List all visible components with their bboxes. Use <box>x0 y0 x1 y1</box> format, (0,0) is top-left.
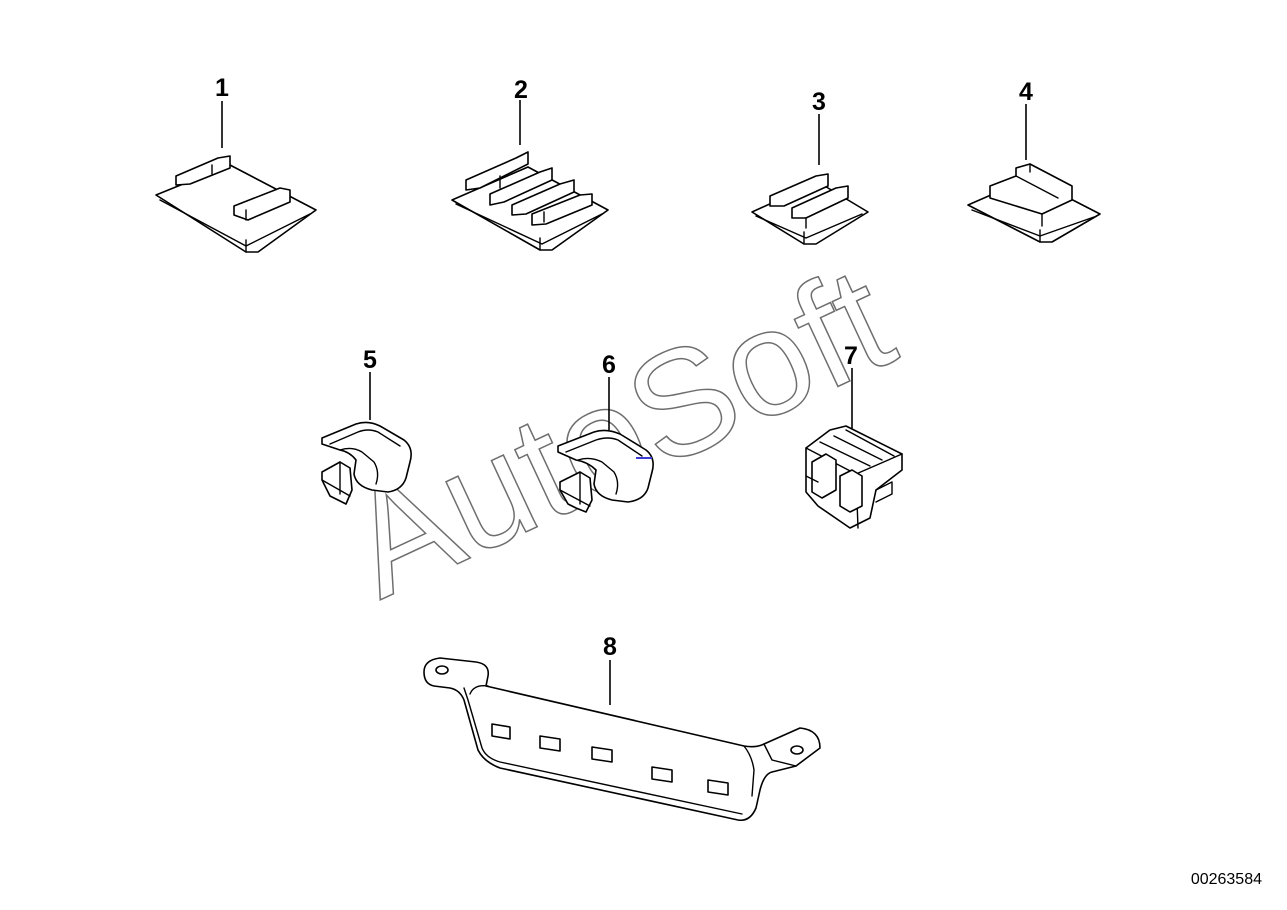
part-2[interactable]: 2 <box>451 76 609 251</box>
watermark: AutoSoft <box>323 234 915 629</box>
drawing-number: 00263584 <box>1191 871 1262 888</box>
callout-5: 5 <box>363 346 377 374</box>
part-4[interactable]: 4 <box>967 78 1101 243</box>
callout-6: 6 <box>602 351 616 379</box>
callout-8: 8 <box>603 633 617 661</box>
part-7[interactable]: 7 <box>805 342 903 529</box>
callout-1: 1 <box>215 74 229 102</box>
part-8[interactable]: 8 <box>423 633 821 822</box>
part-6[interactable]: 6 <box>557 351 654 513</box>
callout-7: 7 <box>844 342 858 370</box>
callout-3: 3 <box>812 88 826 116</box>
callout-2: 2 <box>514 76 528 104</box>
part-1[interactable]: 1 <box>155 74 317 253</box>
part-5[interactable]: 5 <box>321 346 412 505</box>
part-3[interactable]: 3 <box>751 88 869 245</box>
callout-4: 4 <box>1019 78 1033 106</box>
